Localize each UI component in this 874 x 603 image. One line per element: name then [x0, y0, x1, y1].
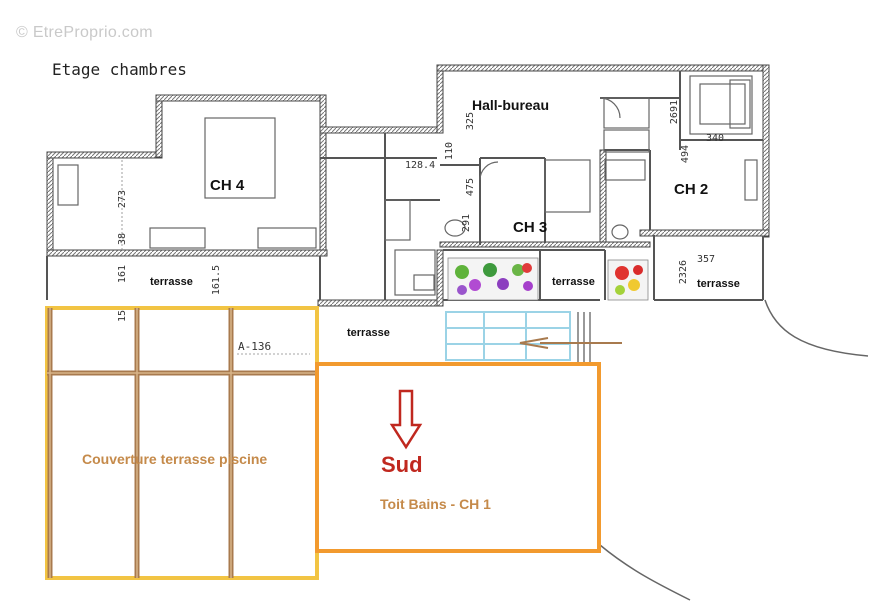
terrace-label-2: terrasse	[347, 327, 390, 339]
dimension-lines	[121, 160, 310, 355]
room-label-ch2: CH 2	[674, 181, 709, 198]
pool-cover-beam-inner	[47, 308, 317, 578]
terrain-curves	[599, 299, 869, 601]
dim-357: 357	[697, 254, 716, 265]
pool-cover-label: Couverture terrasse piscine	[82, 451, 268, 467]
dim-161-5: 161.5	[211, 265, 222, 296]
dim-325: 325	[465, 112, 476, 131]
furniture	[57, 75, 758, 296]
watermark: © EtreProprio.com	[16, 24, 153, 41]
plan-title: Etage chambres	[52, 60, 187, 79]
mosaic-pattern-right	[607, 259, 649, 301]
room-label-ch4: CH 4	[210, 177, 245, 194]
dim-38: 38	[117, 233, 128, 246]
exterior-walls	[46, 64, 770, 307]
pool-cover-beams	[47, 308, 317, 578]
dim-2691: 2691	[669, 100, 680, 125]
dim-340: 340	[706, 133, 725, 144]
room-label-ch3: CH 3	[513, 219, 548, 236]
bathroom-roof-label: Toit Bains - CH 1	[380, 496, 491, 512]
bathroom-roof-outline	[315, 362, 601, 553]
south-arrow	[389, 389, 423, 450]
terrace-label-3: terrasse	[552, 276, 595, 288]
pergola-posts	[577, 312, 591, 362]
dim-273: 273	[117, 190, 128, 209]
dim-128-4: 128.4	[405, 160, 436, 171]
dim-a136: A-136	[238, 340, 272, 353]
south-label: Sud	[381, 452, 423, 477]
dim-15: 15	[117, 310, 128, 323]
dim-2326: 2326	[678, 260, 689, 285]
pergola-arrow	[519, 337, 622, 349]
dim-161: 161	[117, 265, 128, 284]
interior-partitions	[46, 71, 764, 301]
dim-291: 291	[461, 214, 472, 233]
terrace-label-1: terrasse	[150, 276, 193, 288]
terrace-label-4: terrasse	[697, 278, 740, 290]
dim-110: 110	[444, 142, 455, 161]
mosaic-pattern-left	[447, 257, 539, 301]
room-label-hall: Hall-bureau	[472, 97, 550, 113]
dim-475: 475	[465, 178, 476, 197]
dim-494: 494	[680, 145, 691, 164]
pool-terrace-cover-outline	[45, 306, 319, 580]
glass-pergola	[445, 311, 571, 361]
